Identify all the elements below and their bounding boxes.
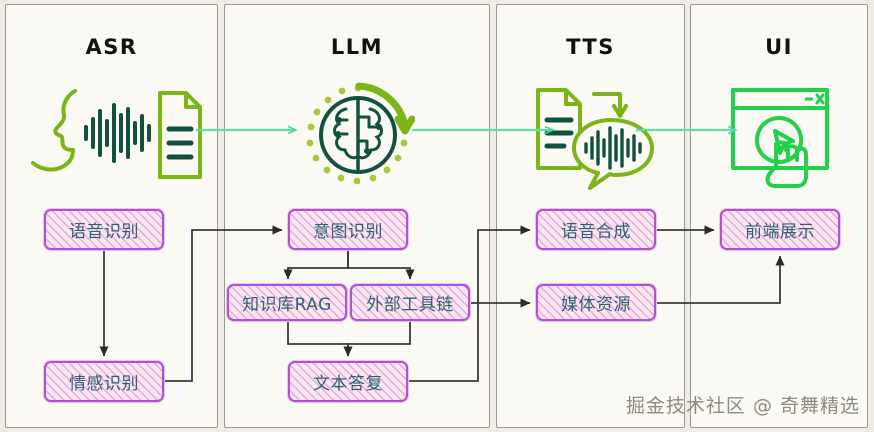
- node-llm-knowledge-base-rag[interactable]: 知识库RAG: [227, 284, 347, 321]
- speaking-face-waveform-document-icon: [6, 80, 219, 190]
- node-label: 媒体资源: [561, 295, 631, 315]
- node-llm-external-toolchain[interactable]: 外部工具链: [350, 284, 470, 321]
- panel-tts-title: TTS: [566, 35, 615, 59]
- node-asr-speech-recognition[interactable]: 语音识别: [44, 209, 164, 250]
- node-label: 前端展示: [745, 222, 815, 242]
- node-label: 文本答复: [313, 374, 383, 394]
- node-label: 外部工具链: [366, 295, 454, 315]
- node-tts-media-resources[interactable]: 媒体资源: [536, 284, 656, 321]
- node-tts-speech-synthesis[interactable]: 语音合成: [536, 209, 656, 250]
- node-label: 意图识别: [313, 222, 383, 242]
- document-to-speech-bubble-icon: [497, 77, 686, 195]
- node-llm-intent-recognition[interactable]: 意图识别: [288, 209, 408, 250]
- node-label: 知识库RAG: [242, 295, 332, 315]
- ai-brain-circuit-icon: [225, 77, 491, 192]
- panel-ui-title: UI: [765, 35, 793, 59]
- node-label: 语音合成: [561, 222, 631, 242]
- panel-llm-title: LLM: [330, 35, 384, 59]
- node-label: 语音识别: [69, 222, 139, 242]
- node-ui-frontend-display[interactable]: 前端展示: [720, 209, 840, 250]
- node-llm-text-reply[interactable]: 文本答复: [288, 361, 408, 402]
- browser-window-cursor-click-icon: [691, 81, 869, 191]
- node-asr-emotion-recognition[interactable]: 情感识别: [44, 361, 164, 402]
- panel-asr: ASR: [5, 4, 218, 428]
- watermark: 掘金技术社区 @ 奇舞精选: [625, 395, 860, 417]
- panel-asr-title: ASR: [85, 35, 138, 59]
- node-label: 情感识别: [69, 374, 139, 394]
